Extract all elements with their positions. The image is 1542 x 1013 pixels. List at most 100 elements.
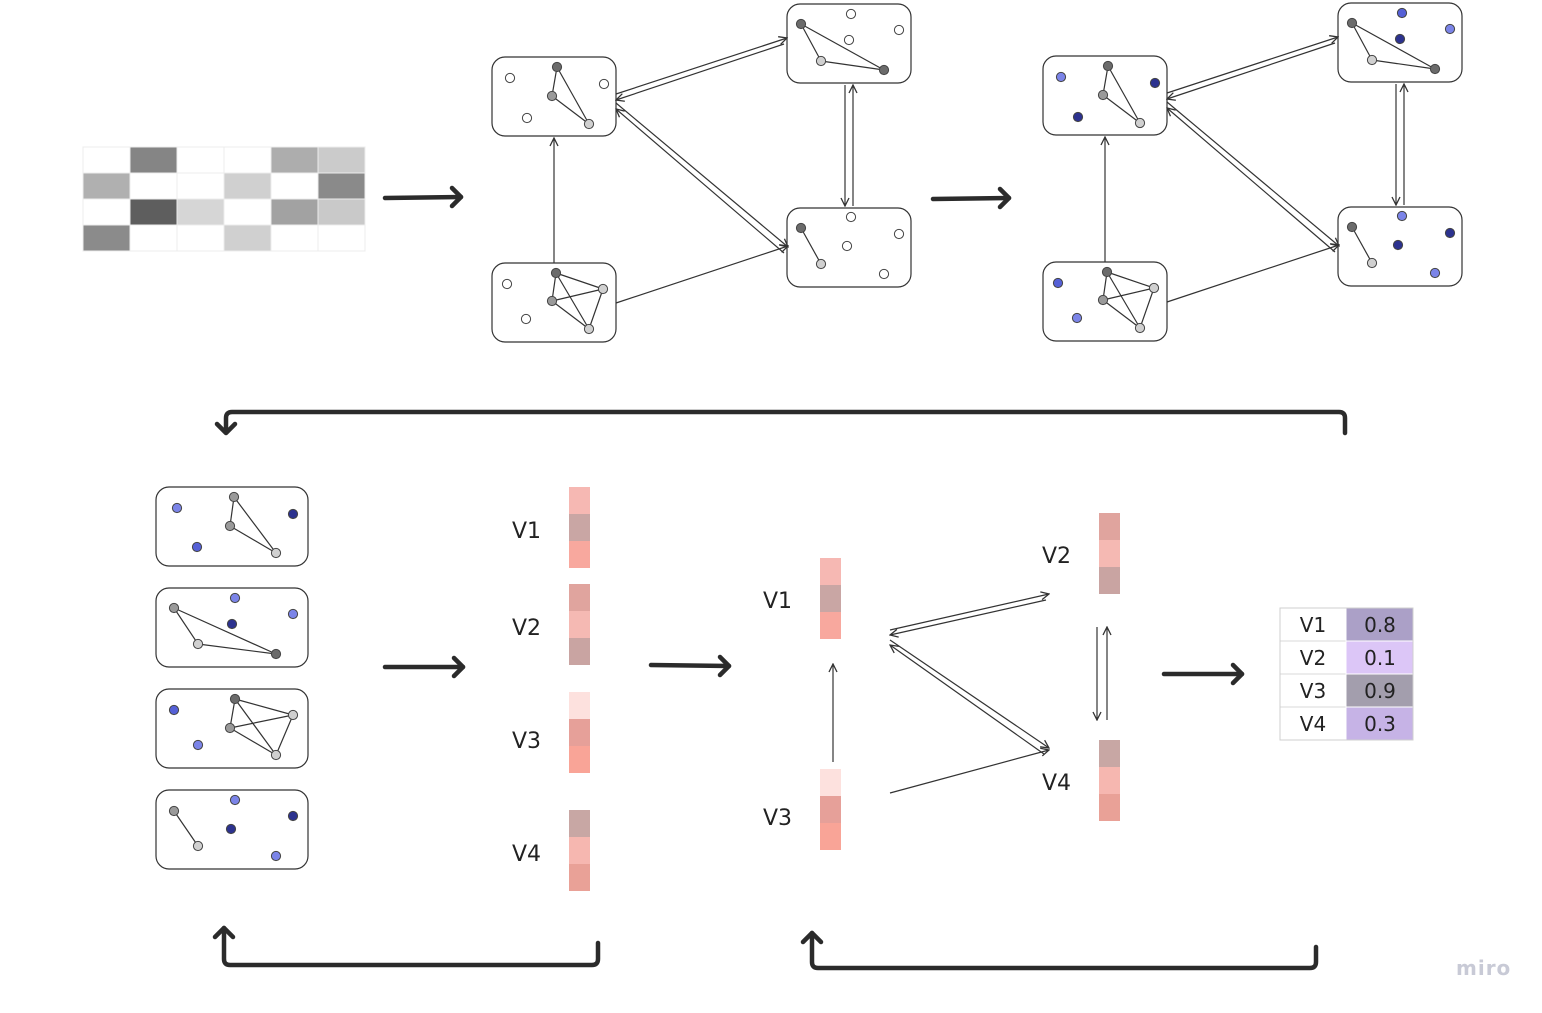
graph-node-label: V2 (1042, 544, 1071, 569)
edge-arrow (1167, 42, 1336, 99)
return-arrow-head (214, 421, 238, 436)
edge-arrow (615, 246, 788, 304)
graph-edge (555, 272, 604, 290)
matrix-cell (270, 172, 319, 200)
graph-node (287, 709, 299, 721)
graph-edge (1351, 22, 1436, 70)
graph-node (520, 313, 532, 325)
subgraph-box (155, 789, 309, 870)
result-node-label: V2 (1300, 646, 1326, 670)
matrix-cell (82, 198, 131, 226)
graph-node (229, 794, 241, 806)
graph-edge-arrow (890, 599, 1047, 635)
graph-node (1346, 17, 1358, 29)
graph-edge (551, 300, 590, 330)
graph-node (226, 618, 238, 630)
subgraph-box (155, 486, 309, 567)
matrix-cell (129, 198, 178, 226)
graph-node-cell (820, 612, 841, 639)
flow-arrow-head (997, 186, 1012, 210)
flow-arrow (648, 662, 732, 669)
graph-edge (275, 714, 294, 756)
result-value-cell (1345, 706, 1414, 741)
embedding-cell (569, 692, 590, 719)
result-value-cell (1345, 640, 1414, 675)
graph-node (1102, 60, 1114, 72)
graph-node (1396, 7, 1408, 19)
graph-node (270, 850, 282, 862)
graph-node (1101, 266, 1113, 278)
graph-edge (1107, 65, 1141, 124)
graph-node (1097, 294, 1109, 306)
graph-node (1444, 23, 1456, 35)
matrix-cell (270, 146, 319, 174)
graph-node (229, 693, 241, 705)
graph-edge (1351, 22, 1373, 61)
graph-edge (551, 288, 604, 302)
graph-node (270, 749, 282, 761)
graph-node (287, 810, 299, 822)
graph-edge (556, 66, 590, 125)
embedding-cell (569, 810, 590, 837)
result-node-label: V1 (1300, 613, 1326, 637)
graph-node-cell (1099, 794, 1120, 821)
subgraph-box (155, 587, 309, 668)
subgraph-box (786, 207, 912, 288)
matrix-cell (270, 198, 319, 226)
graph-node-cell (1099, 513, 1120, 540)
graph-node (1366, 257, 1378, 269)
graph-node-cell (820, 769, 841, 796)
matrix-cell (270, 224, 319, 252)
flow-arrow (382, 194, 464, 201)
graph-node (1052, 277, 1064, 289)
matrix-cell (176, 224, 225, 252)
matrix-cell (223, 224, 272, 252)
result-label-cell (1279, 640, 1347, 675)
graph-edge (820, 60, 885, 71)
embedding-cell (569, 719, 590, 746)
return-arrow (223, 409, 1348, 436)
graph-node (1055, 71, 1067, 83)
loop-arrow-right (809, 930, 1319, 971)
embedding-cell (569, 541, 590, 568)
flow-arrow-head (717, 654, 732, 678)
matrix-cell (129, 172, 178, 200)
matrix-cell (223, 172, 272, 200)
loop-arrow-left-head (212, 925, 236, 940)
graph-node (1392, 239, 1404, 251)
graph-node-cell (820, 823, 841, 850)
result-table-border (1279, 607, 1414, 741)
result-score: 0.1 (1364, 646, 1396, 670)
graph-node (551, 61, 563, 73)
graph-edge-arrow (889, 750, 1049, 794)
matrix-cell (176, 172, 225, 200)
graph-edge (234, 698, 277, 756)
graph-edge (229, 714, 294, 729)
graph-node (270, 547, 282, 559)
graph-edge (1102, 287, 1155, 301)
matrix-cell (82, 172, 131, 200)
edge-arrow (1166, 101, 1339, 246)
graph-node-label: V4 (1042, 771, 1071, 796)
loop-arrow-left (221, 925, 601, 968)
graph-node (225, 823, 237, 835)
graph-node (168, 602, 180, 614)
graph-edge (1106, 271, 1141, 329)
subgraph-box (1042, 261, 1168, 342)
graph-node-cell (820, 796, 841, 823)
embedding-cell (569, 746, 590, 773)
edge-arrow (615, 102, 788, 247)
graph-edge (229, 525, 277, 554)
result-score: 0.9 (1364, 679, 1396, 703)
flow-arrow-head (451, 655, 466, 679)
matrix-cell (82, 224, 131, 252)
matrix-cell (129, 146, 178, 174)
graph-edge-arrow (890, 645, 1045, 755)
graph-node (597, 283, 609, 295)
graph-node (1394, 33, 1406, 45)
graph-edge (173, 810, 199, 847)
graph-node (550, 267, 562, 279)
embedding-label: V3 (512, 729, 541, 754)
graph-edge (1102, 94, 1141, 124)
